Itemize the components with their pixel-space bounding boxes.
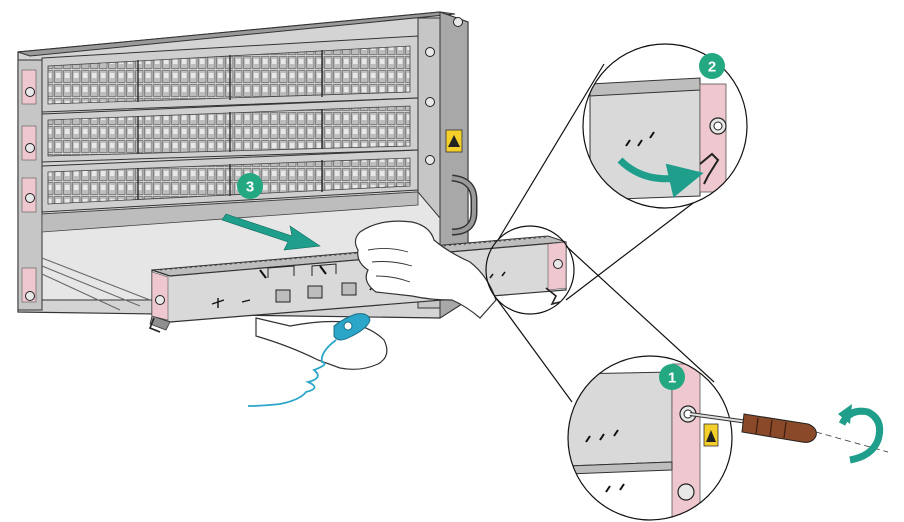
- zoom-detail-screw: [567, 355, 733, 521]
- line-card-row-2: [41, 97, 419, 163]
- line-card-row-3: [41, 149, 419, 213]
- step-2-label: 2: [708, 59, 716, 76]
- chassis-screws: [25, 17, 463, 301]
- zoom-detail-lever: [582, 43, 748, 209]
- warning-icon: [445, 129, 463, 153]
- step-badge-3: 3: [237, 173, 263, 199]
- pull-out-arrow: [221, 213, 321, 251]
- step-1-label: 1: [668, 370, 676, 387]
- esd-wrist-strap-icon: [247, 313, 371, 407]
- hand-gripping-card: [354, 220, 497, 319]
- step-3-label: 3: [246, 179, 254, 196]
- step-badge-1: 1: [659, 364, 685, 390]
- callout-lines: [485, 63, 719, 403]
- screwdriver-icon: [689, 412, 889, 453]
- callout-source-circle: [485, 225, 575, 315]
- chassis-handle: [451, 174, 478, 236]
- step-badge-2: 2: [699, 53, 725, 79]
- rotate-lever-arrow: [617, 157, 704, 198]
- rotate-arrow-icon: [838, 404, 884, 464]
